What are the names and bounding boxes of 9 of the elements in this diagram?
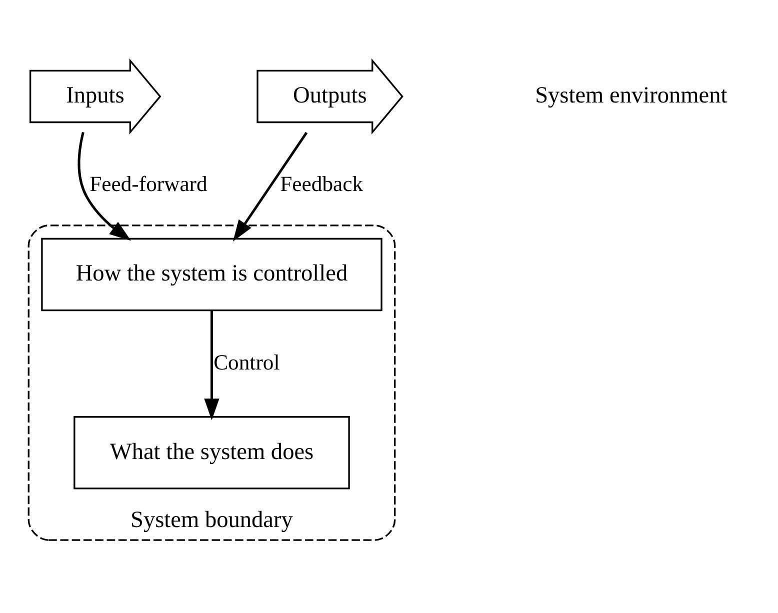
edge-label: Feedback bbox=[280, 172, 364, 196]
node-box: What the system does bbox=[74, 416, 350, 489]
arrow bbox=[204, 310, 220, 420]
node-box: How the system is controlled bbox=[41, 237, 382, 311]
edge-label: Feed-forward bbox=[90, 172, 208, 196]
arrow bbox=[232, 131, 308, 242]
arrow bbox=[78, 131, 132, 240]
label: System environment bbox=[535, 82, 728, 108]
edge-label: Control bbox=[214, 350, 280, 374]
